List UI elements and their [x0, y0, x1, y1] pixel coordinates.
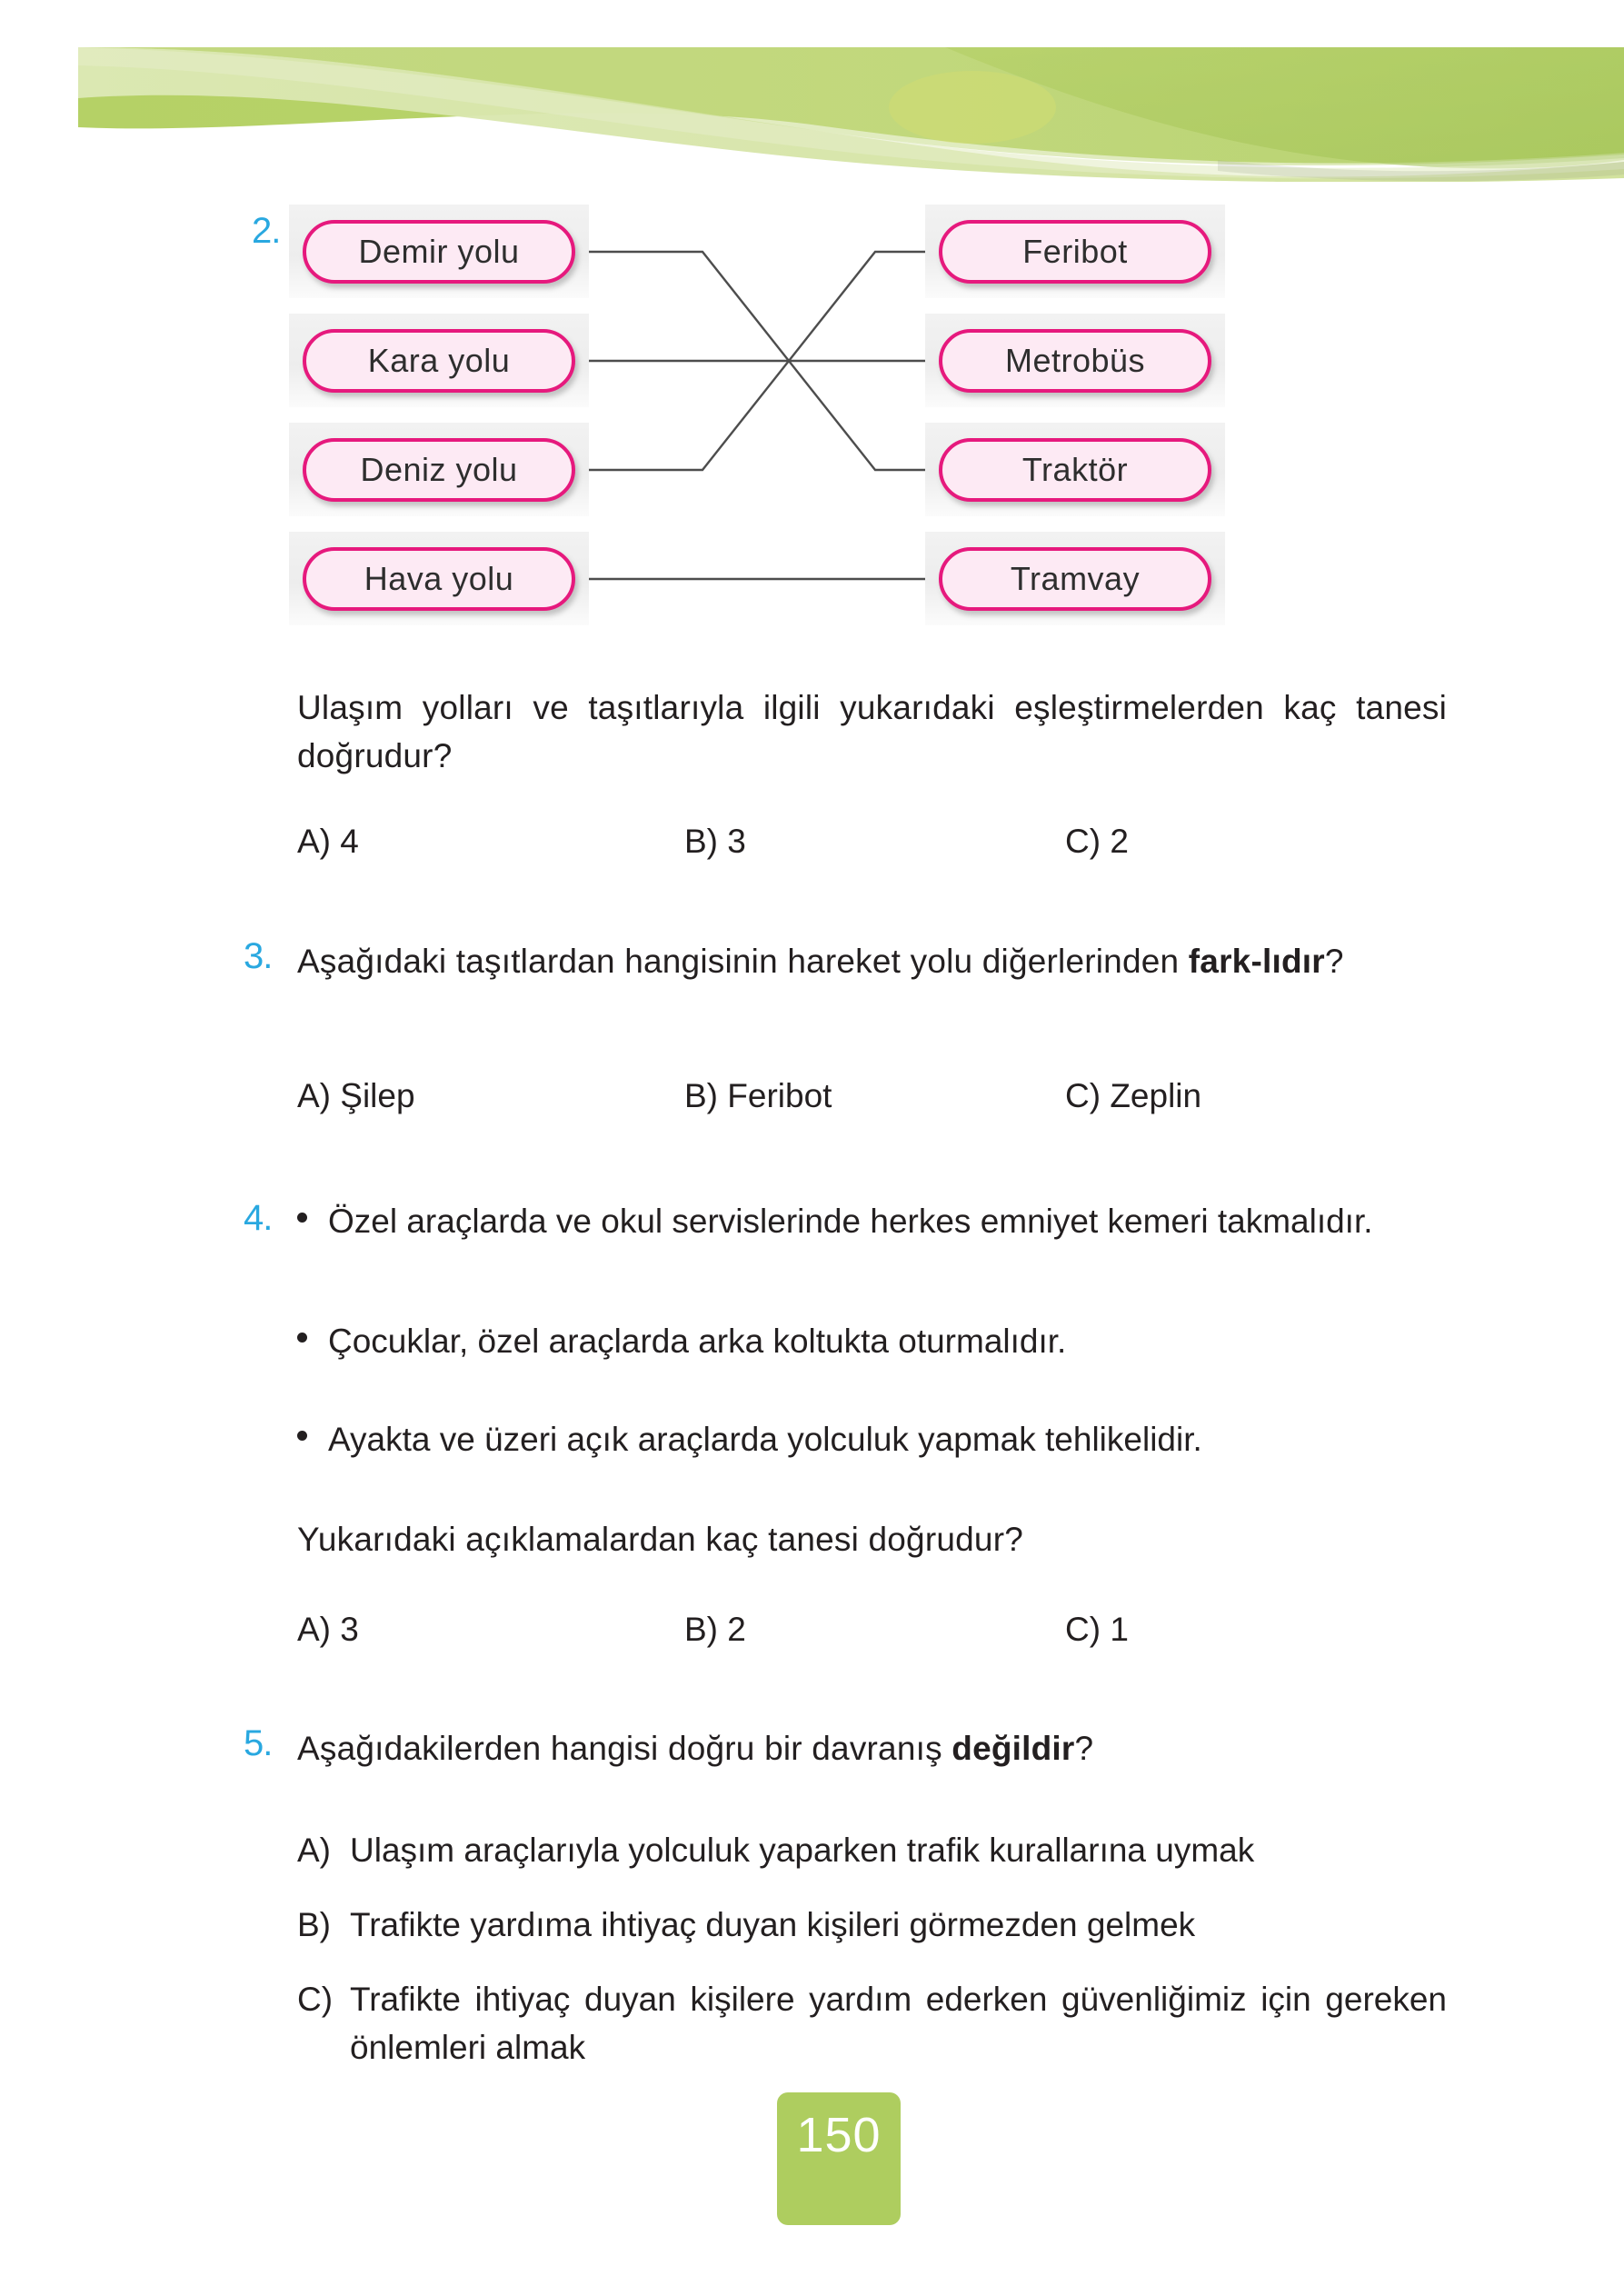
option-letter: B)	[297, 1906, 331, 1943]
option-text: 3	[727, 823, 746, 860]
option-letter: B)	[684, 823, 718, 860]
question-2-number: 2.	[252, 211, 281, 251]
option-text: Ulaşım araçlarıyla yolculuk yaparken tra…	[350, 1832, 1255, 1869]
option-text: 2	[727, 1611, 746, 1648]
question-5-prompt-tail: ?	[1074, 1730, 1094, 1767]
match-label: Hava yolu	[364, 559, 514, 597]
bullet-list-item: Özel araçlarda ve okul servislerinde her…	[297, 1198, 1447, 1246]
option-text: Trafikte ihtiyaç duyan kişilere yardım e…	[350, 1981, 1447, 2066]
bullet-text: Çocuklar, özel araçlarda arka koltukta o…	[328, 1323, 1067, 1360]
option-b[interactable]: B) Feribot	[684, 1077, 832, 1115]
match-label: Traktör	[1021, 450, 1129, 488]
question-2-prompt: Ulaşım yolları ve taşıtlarıyla ilgili yu…	[297, 689, 1447, 774]
match-pill-metrobus[interactable]: Metrobüs	[939, 328, 1211, 393]
match-pill-demir-yolu[interactable]: Demir yolu	[303, 219, 575, 284]
connector-demir-yolu-traktor	[589, 250, 925, 472]
question-3-options: A) Şilep B) Feribot C) Zeplin	[0, 1077, 1624, 1123]
bullet-list-item: Çocuklar, özel araçlarda arka koltukta o…	[297, 1318, 1447, 1366]
question-5-prompt-plain: Aşağıdakilerden hangisi doğru bir davran…	[297, 1730, 952, 1767]
option-text: 2	[1110, 823, 1129, 860]
option-b[interactable]: B) Trafikte yardıma ihtiyaç duyan kişile…	[297, 1902, 1406, 1950]
option-letter: C)	[1065, 823, 1101, 860]
question-5-number: 5.	[244, 1723, 273, 1763]
bullet-dot-icon	[297, 1431, 307, 1441]
question-3-number: 3.	[244, 936, 273, 976]
option-letter: A)	[297, 823, 331, 860]
option-text: Trafikte yardıma ihtiyaç duyan kişileri …	[350, 1906, 1196, 1943]
option-c[interactable]: C) 2	[1065, 823, 1129, 861]
match-label: Kara yolu	[367, 341, 511, 379]
match-pill-tramvay[interactable]: Tramvay	[939, 546, 1211, 611]
bullet-dot-icon	[297, 1333, 307, 1343]
option-a[interactable]: A) Ulaşım araçlarıyla yolculuk yaparken …	[297, 1827, 1447, 1875]
matching-right-column: Feribot Metrobüs Traktör Tramvay	[925, 205, 1225, 641]
question-4-options: A) 3 B) 2 C) 1	[0, 1611, 1624, 1656]
question-4-prompt: Yukarıdaki açıklamalardan kaç tanesi doğ…	[297, 1521, 1023, 1558]
match-label: Demir yolu	[358, 232, 520, 270]
match-cell-left[interactable]: Deniz yolu	[289, 423, 589, 516]
match-cell-left[interactable]: Hava yolu	[289, 532, 589, 625]
option-text: Şilep	[340, 1077, 415, 1114]
match-pill-traktor[interactable]: Traktör	[939, 437, 1211, 502]
match-label: Tramvay	[1010, 559, 1141, 597]
match-cell-right[interactable]: Traktör	[925, 423, 1225, 516]
match-label: Metrobüs	[1004, 341, 1146, 379]
page-number: 150	[796, 2108, 882, 2162]
option-letter: C)	[1065, 1611, 1101, 1648]
page-number-badge: 150	[777, 2092, 901, 2225]
question-5-prompt-bold: değildir	[951, 1730, 1075, 1767]
match-label: Feribot	[1022, 232, 1128, 270]
matching-diagram: Demir yolu Kara yolu Deniz yolu Hava yol…	[289, 205, 1225, 641]
question-5-prompt: Aşağıdakilerden hangisi doğru bir davran…	[297, 1725, 1447, 1773]
question-4-number: 4.	[244, 1198, 273, 1238]
option-text: 3	[340, 1611, 359, 1648]
bullet-dot-icon	[297, 1213, 307, 1223]
match-pill-deniz-yolu[interactable]: Deniz yolu	[303, 437, 575, 502]
bullet-text: Ayakta ve üzeri açık araçlarda yolculuk …	[328, 1421, 1202, 1458]
question-3-prompt-plain: Aşağıdaki taşıtlardan hangisinin hareket…	[297, 943, 1189, 980]
match-pill-kara-yolu[interactable]: Kara yolu	[303, 328, 575, 393]
match-pill-feribot[interactable]: Feribot	[939, 219, 1211, 284]
option-b[interactable]: B) 2	[684, 1611, 746, 1649]
option-text: Feribot	[727, 1077, 832, 1114]
option-text: 1	[1110, 1611, 1129, 1648]
option-letter: B)	[684, 1611, 718, 1648]
matching-left-column: Demir yolu Kara yolu Deniz yolu Hava yol…	[289, 205, 589, 641]
option-c[interactable]: C) 1	[1065, 1611, 1129, 1649]
match-cell-right[interactable]: Tramvay	[925, 532, 1225, 625]
question-3-prompt-tail: ?	[1324, 943, 1344, 980]
bullet-text: Özel araçlarda ve okul servislerinde her…	[328, 1203, 1373, 1240]
match-pill-hava-yolu[interactable]: Hava yolu	[303, 546, 575, 611]
option-text: Zeplin	[1110, 1077, 1202, 1114]
match-cell-left[interactable]: Demir yolu	[289, 205, 589, 298]
option-text: 4	[340, 823, 359, 860]
option-b[interactable]: B) 3	[684, 823, 746, 861]
option-letter: C)	[297, 1981, 334, 2018]
match-label: Deniz yolu	[360, 450, 518, 488]
option-a[interactable]: A) 3	[297, 1611, 359, 1649]
bullet-list-item: Ayakta ve üzeri açık araçlarda yolculuk …	[297, 1416, 1447, 1464]
match-cell-right[interactable]: Metrobüs	[925, 314, 1225, 407]
question-2-options: A) 4 B) 3 C) 2	[0, 823, 1624, 868]
match-cell-right[interactable]: Feribot	[925, 205, 1225, 298]
question-3-prompt-bold: fark-lıdır	[1188, 943, 1325, 980]
question-3-prompt: Aşağıdaki taşıtlardan hangisinin hareket…	[297, 938, 1447, 986]
match-cell-left[interactable]: Kara yolu	[289, 314, 589, 407]
option-a[interactable]: A) Şilep	[297, 1077, 415, 1115]
option-letter: A)	[297, 1832, 331, 1869]
option-letter: B)	[684, 1077, 718, 1114]
connector-deniz-yolu-feribot	[589, 250, 925, 472]
option-letter: A)	[297, 1611, 331, 1648]
option-letter: A)	[297, 1077, 331, 1114]
option-a[interactable]: A) 4	[297, 823, 359, 861]
option-letter: C)	[1065, 1077, 1101, 1114]
option-c[interactable]: C) Zeplin	[1065, 1077, 1201, 1115]
option-c[interactable]: C) Trafikte ihtiyaç duyan kişilere yardı…	[297, 1976, 1447, 2071]
